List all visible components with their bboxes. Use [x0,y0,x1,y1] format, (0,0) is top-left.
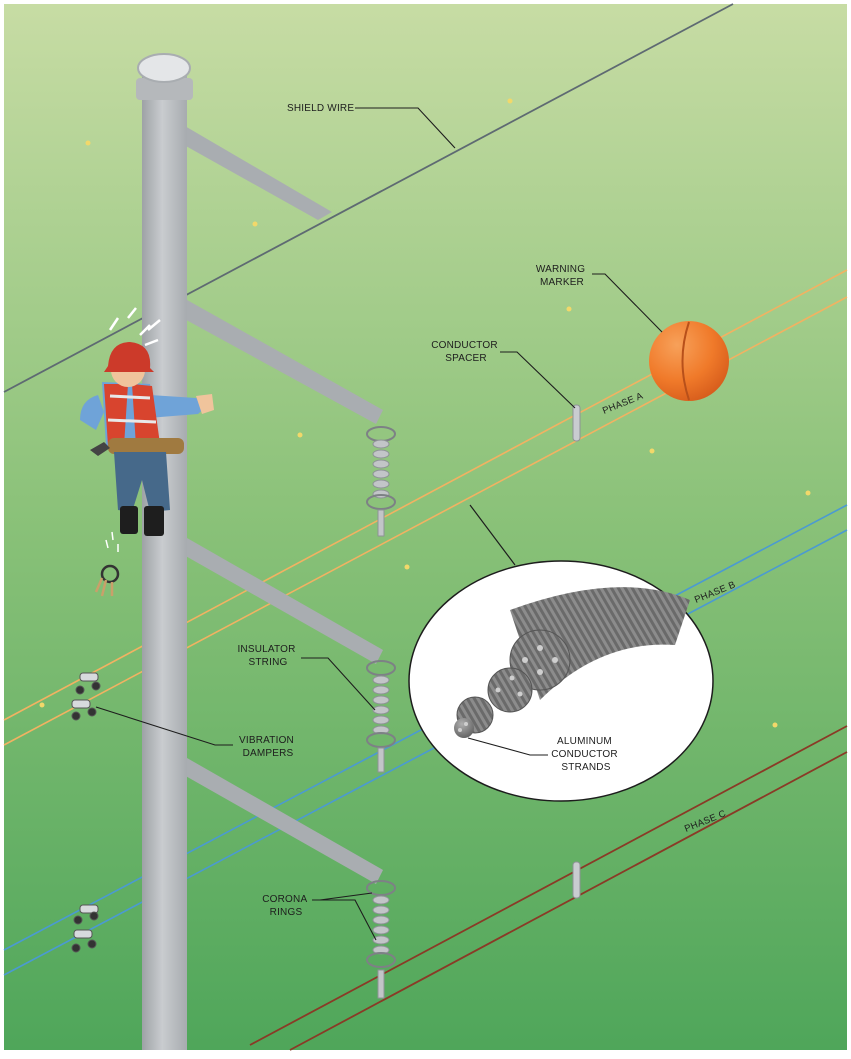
shield-wire [3,3,734,393]
cable-cross-section [454,587,690,738]
phase-c-conductors [249,725,848,1051]
callout-leaders [95,107,663,941]
label-warning-marker: WARNING MARKER [536,264,588,288]
label-vibration-dampers: VIBRATION DAMPERS [239,735,297,759]
label-aluminum-strands: ALUMINUM CONDUCTOR STRANDS [551,736,621,773]
vibration-dampers [71,672,101,953]
utility-pole [136,53,193,1050]
warning-marker-ball [649,321,729,401]
label-insulator-string: INSULATOR STRING [237,644,298,668]
lineworker-figure [80,307,214,597]
conductor-spacers [572,404,581,899]
label-shield-wire: SHIELD WIRE [287,103,354,114]
insulator-strings [366,426,396,999]
conductor-detail-inset [408,504,714,802]
flower-dots [39,98,811,728]
cross-arms [168,122,383,884]
label-conductor-spacer: CONDUCTOR SPACER [431,340,501,364]
label-corona-rings: CORONA RINGS [262,894,310,918]
